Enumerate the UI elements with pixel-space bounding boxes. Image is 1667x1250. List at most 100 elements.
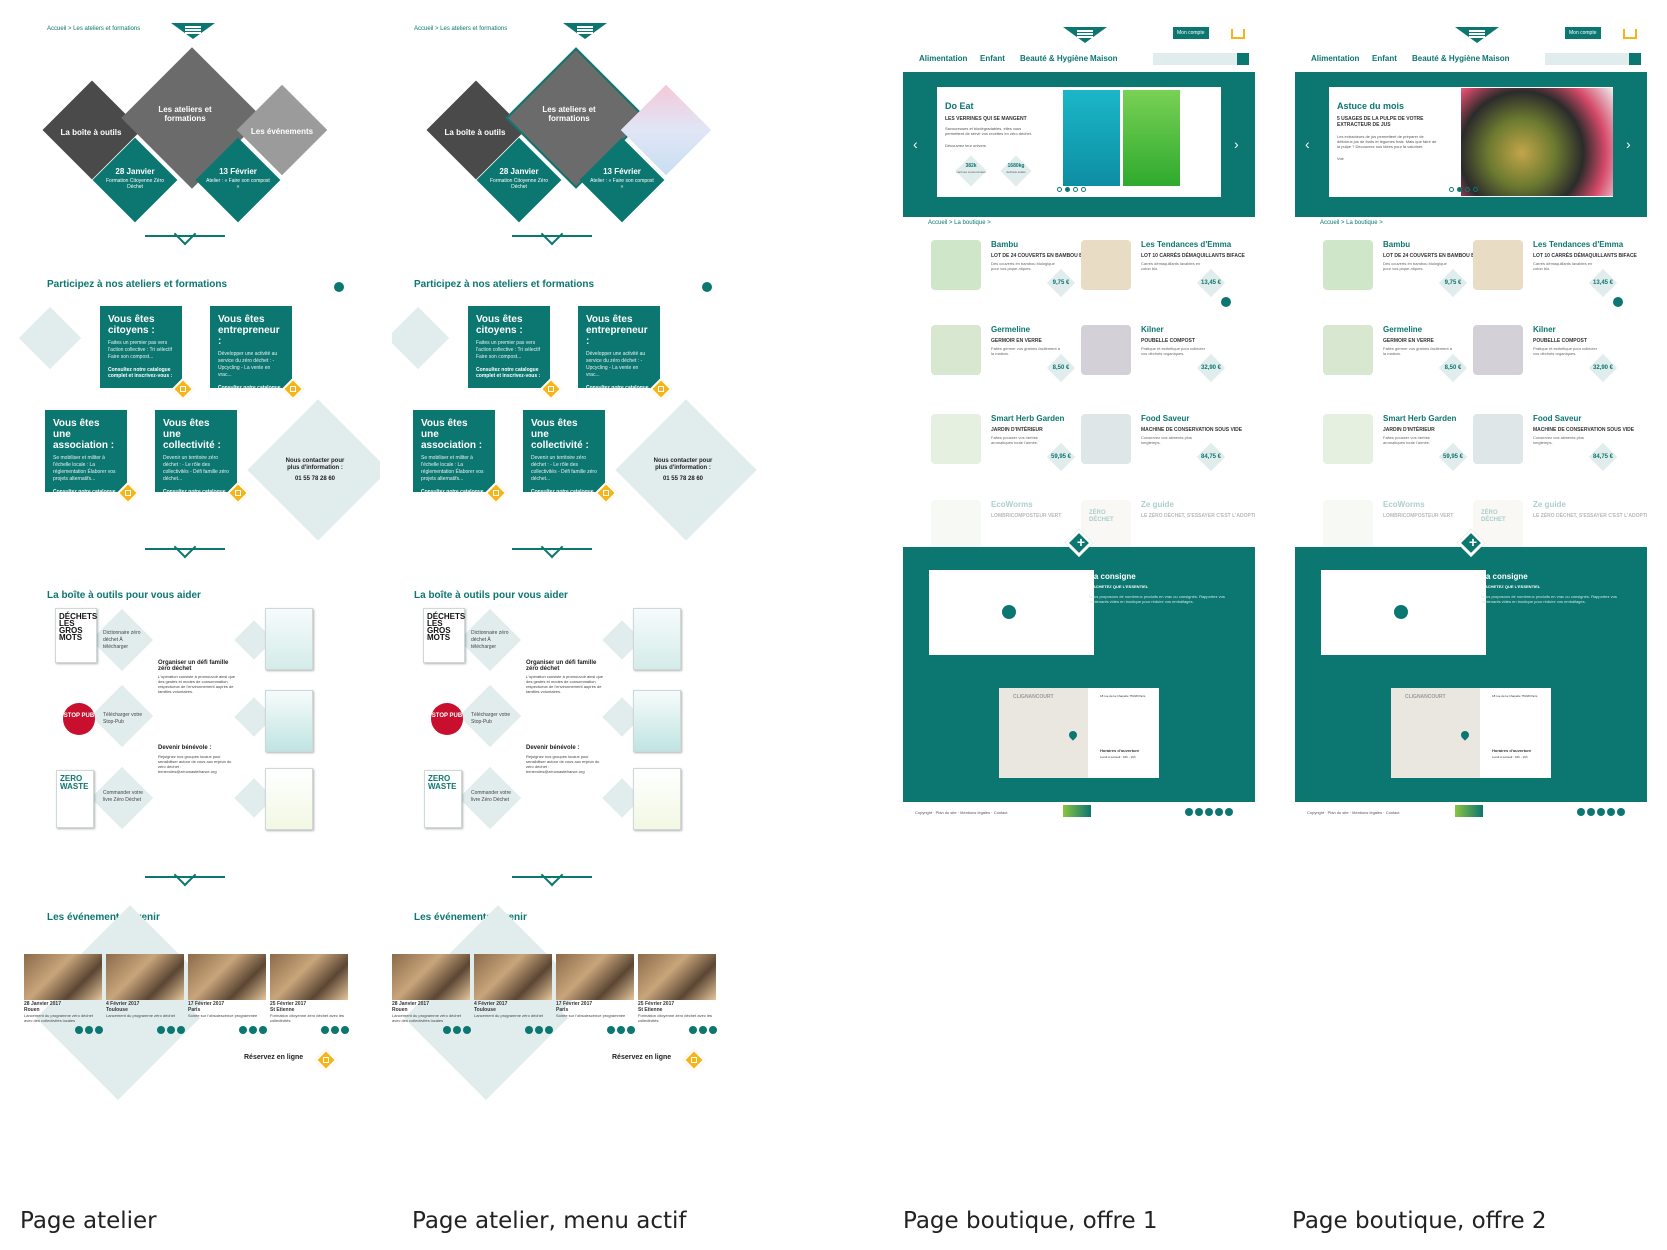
event-photo[interactable] (392, 954, 470, 1000)
infographic-3[interactable] (633, 768, 681, 830)
facebook-icon[interactable] (85, 1026, 93, 1034)
card-association[interactable]: Vous êtes une association : Se mobiliser… (413, 410, 495, 501)
google-icon[interactable] (1597, 808, 1605, 816)
card-association[interactable]: Vous êtes une association : Se mobiliser… (45, 410, 127, 501)
contact-phone[interactable]: 01 55 78 28 60 (662, 476, 704, 482)
slider-dot[interactable] (1057, 187, 1062, 192)
cart-icon[interactable] (1623, 29, 1637, 39)
calendar-icon[interactable] (314, 1048, 338, 1072)
twitter-icon[interactable] (177, 1026, 185, 1034)
event-photo[interactable] (24, 954, 102, 1000)
facebook-icon[interactable] (167, 1026, 175, 1034)
facebook-icon[interactable] (1185, 808, 1193, 816)
slider-dot[interactable] (1473, 187, 1478, 192)
tool-book-image[interactable]: ZERO WASTE (56, 770, 94, 828)
menu-tab[interactable] (1063, 27, 1107, 43)
youtube-icon[interactable] (1607, 808, 1615, 816)
nav-beaute[interactable]: Beauté & Hygiène (1412, 54, 1481, 63)
collapse-icon[interactable] (1613, 297, 1623, 307)
chevron-left-icon[interactable]: ‹ (913, 136, 918, 152)
tool-label[interactable]: Commander votre livre Zéro Déchet (103, 790, 144, 803)
product-image[interactable] (1081, 240, 1131, 290)
product-image[interactable] (1323, 240, 1373, 290)
nav-alimentation[interactable]: Alimentation (919, 54, 968, 63)
slider-dot[interactable] (1465, 187, 1470, 192)
product-name[interactable]: Smart Herb Garden (1383, 414, 1457, 423)
search-input[interactable] (1545, 53, 1629, 65)
collapse-icon[interactable] (334, 282, 344, 292)
infographic-1[interactable] (265, 608, 313, 670)
product-image[interactable] (1473, 240, 1523, 290)
footer-links[interactable]: Copyright · Plan du site · Mentions léga… (1307, 810, 1400, 815)
offer-product-image[interactable] (1063, 90, 1120, 186)
product-name[interactable]: Smart Herb Garden (991, 414, 1065, 423)
product-name[interactable]: Ze guide (1141, 500, 1174, 509)
product-image[interactable] (1081, 414, 1131, 464)
facebook-icon[interactable] (699, 1026, 707, 1034)
card-entrepreneur[interactable]: Vous êtes entrepreneur : Développer une … (210, 306, 292, 397)
menu-icon[interactable] (577, 26, 593, 34)
search-button[interactable] (1629, 53, 1641, 65)
calendar-icon[interactable] (682, 1048, 706, 1072)
slider-dot[interactable] (1081, 187, 1086, 192)
card-entrepreneur[interactable]: Vous êtes entrepreneur : Développer une … (578, 306, 660, 397)
product-name[interactable]: Ze guide (1533, 500, 1566, 509)
nav-alimentation[interactable]: Alimentation (1311, 54, 1360, 63)
stop-pub-icon[interactable]: STOP PUB (63, 703, 95, 735)
product-name[interactable]: Germeline (991, 325, 1031, 334)
search-input[interactable] (1153, 53, 1237, 65)
play-icon[interactable] (1002, 605, 1016, 619)
product-name[interactable]: Bambu (1383, 240, 1411, 249)
menu-tab[interactable] (563, 23, 607, 39)
share-icon[interactable] (525, 1026, 533, 1034)
menu-tab[interactable] (171, 23, 215, 39)
product-image[interactable] (931, 240, 981, 290)
chevron-left-icon[interactable]: ‹ (1305, 136, 1310, 152)
footer-links[interactable]: Copyright · Plan du site · Mentions léga… (915, 810, 1008, 815)
product-name[interactable]: EcoWorms (1383, 500, 1425, 509)
infographic-3[interactable] (265, 768, 313, 830)
infographic-2[interactable] (633, 690, 681, 752)
product-name[interactable]: EcoWorms (991, 500, 1033, 509)
brand-logo[interactable] (1063, 805, 1091, 817)
product-image[interactable] (1323, 325, 1373, 375)
offer-link[interactable]: Découvrez leur univers (945, 143, 986, 148)
product-name[interactable]: Food Saveur (1141, 414, 1190, 423)
tool-label[interactable]: Commander votre livre Zéro Déchet (471, 790, 512, 803)
twitter-icon[interactable] (709, 1026, 717, 1034)
facebook-icon[interactable] (617, 1026, 625, 1034)
tool-label[interactable]: Télécharger votre Stop-Pub (103, 712, 143, 725)
share-icon[interactable] (239, 1026, 247, 1034)
brand-logo[interactable] (1455, 805, 1483, 817)
slider-dot[interactable] (1073, 187, 1078, 192)
share-icon[interactable] (321, 1026, 329, 1034)
offer-product-image[interactable] (1123, 90, 1180, 186)
twitter-icon[interactable] (95, 1026, 103, 1034)
tool-label[interactable]: Télécharger votre Stop-Pub (471, 712, 511, 725)
facebook-icon[interactable] (1577, 808, 1585, 816)
twitter-icon[interactable] (463, 1026, 471, 1034)
slider-dot-active[interactable] (1457, 187, 1462, 192)
menu-icon[interactable] (1469, 30, 1485, 38)
product-name[interactable]: Germeline (1383, 325, 1423, 334)
twitter-icon[interactable] (627, 1026, 635, 1034)
product-name[interactable]: Bambu (991, 240, 1019, 249)
search-button[interactable] (1237, 53, 1249, 65)
tool-label[interactable]: Dictionnaire zéro déchet À télécharger (471, 630, 509, 650)
product-image[interactable] (1323, 500, 1373, 550)
card-citoyens[interactable]: Vous êtes citoyens : Faites un premier p… (100, 306, 182, 388)
product-image[interactable] (931, 500, 981, 550)
